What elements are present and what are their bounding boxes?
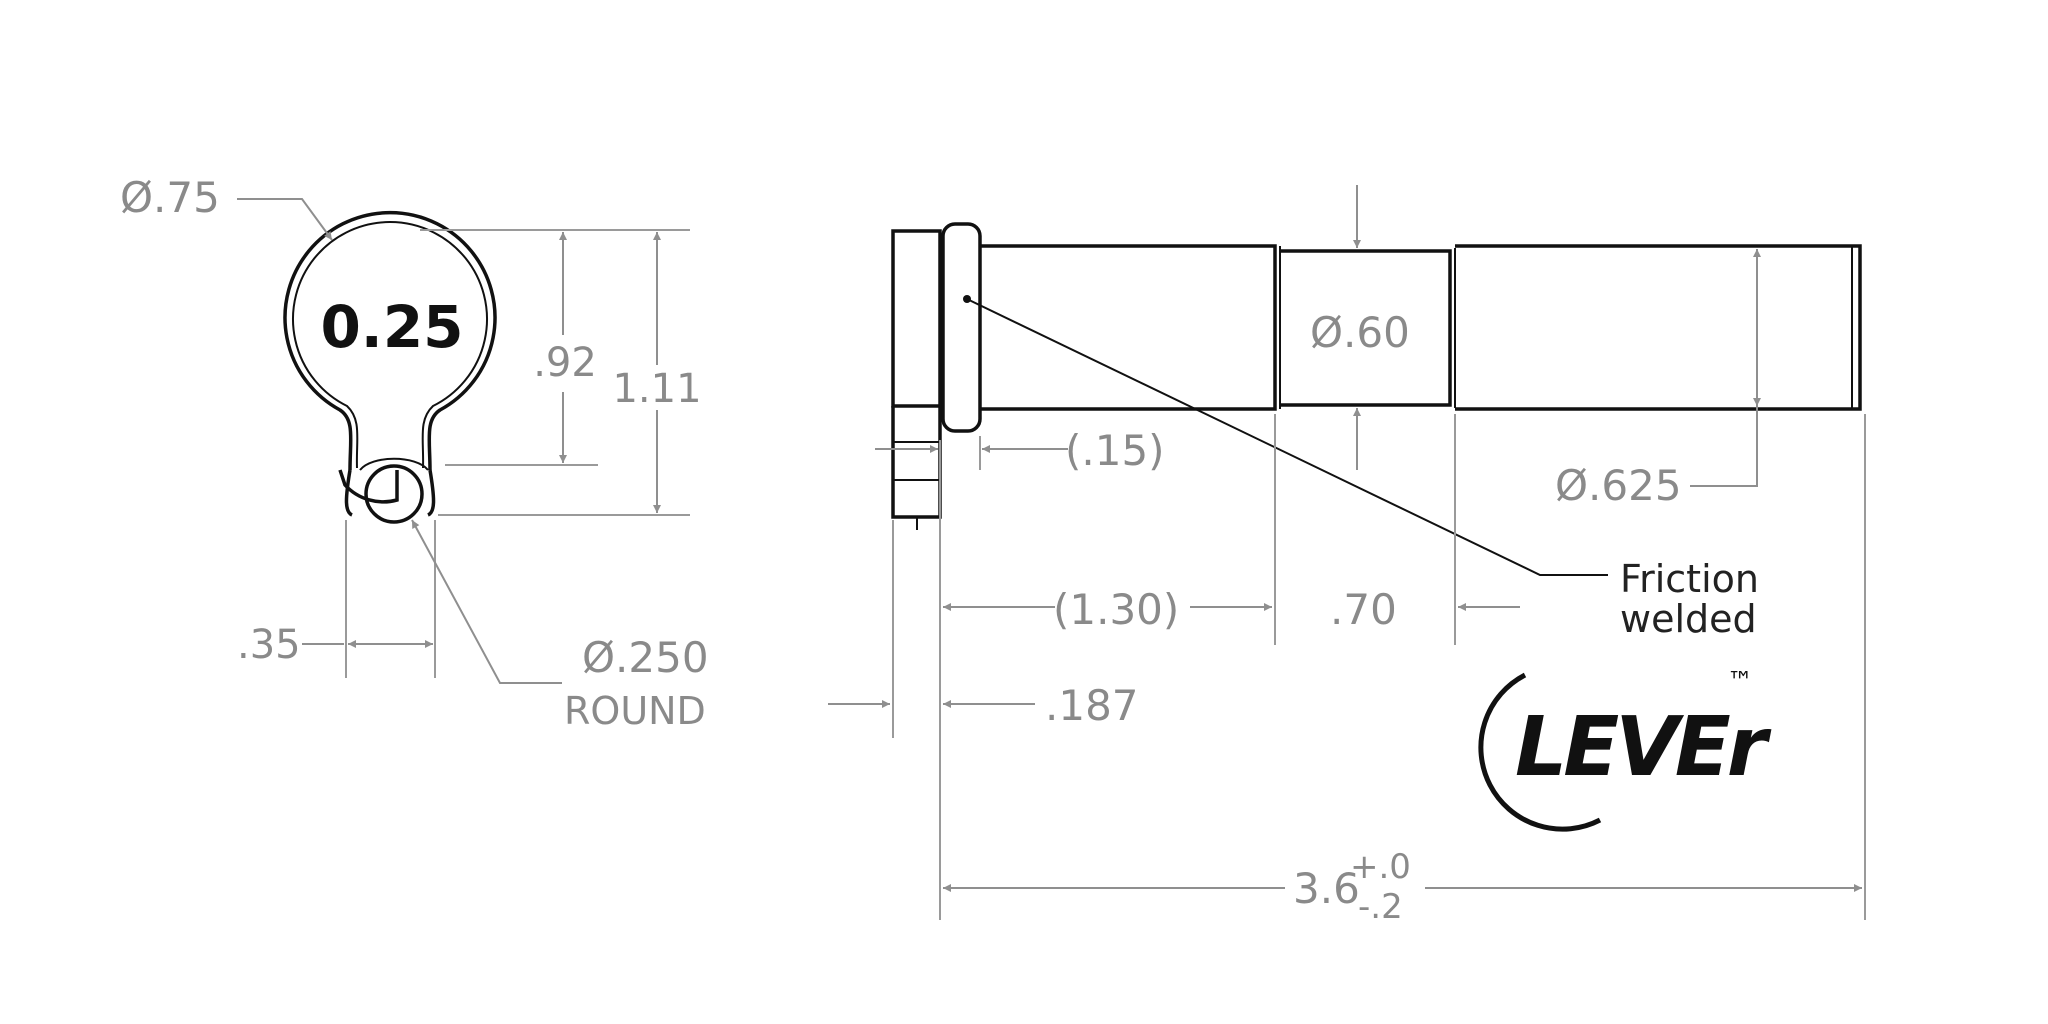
logo-trademark: ™ bbox=[1727, 667, 1753, 697]
pin-note-line2: welded bbox=[1620, 597, 1757, 641]
clever-logo: LEVEr ™ bbox=[1478, 667, 1776, 832]
tag-ball-leader bbox=[411, 519, 562, 684]
pin-neck-diameter: Ø.60 bbox=[1310, 308, 1410, 357]
pin-shaft-diameter: Ø.625 bbox=[1555, 461, 1682, 510]
pin-head-base-lines bbox=[893, 441, 940, 530]
pin-view: Friction welded Ø.60 Ø.625 (.15) (1.30) … bbox=[828, 185, 1866, 927]
tag-value: 0.25 bbox=[320, 293, 463, 361]
tag-diameter-leader bbox=[237, 198, 333, 241]
pin-shaft-end bbox=[1455, 244, 1862, 411]
pin-shaft-dim-leader bbox=[1690, 406, 1758, 487]
logo-c-arc bbox=[1478, 672, 1602, 832]
tag-ball-note: ROUND bbox=[564, 689, 706, 733]
pin-first-length: (1.30) bbox=[1053, 585, 1179, 634]
tag-view: 0.25 Ø.75 .92 1.11 .35 Ø.250 ROUND bbox=[120, 173, 709, 733]
pin-neck-length: .70 bbox=[1330, 585, 1397, 634]
pin-head bbox=[891, 229, 942, 408]
pin-shaft-first bbox=[980, 244, 1277, 411]
tag-hook bbox=[344, 469, 436, 517]
pin-note-line1: Friction bbox=[1620, 557, 1759, 601]
pin-collar-length: (.15) bbox=[1065, 426, 1165, 475]
pin-head-length: .187 bbox=[1045, 681, 1139, 730]
tag-width-slot: .35 bbox=[237, 622, 301, 668]
logo-text: LEVEr bbox=[1515, 700, 1772, 795]
tag-ball-clip bbox=[359, 457, 429, 471]
tag-diameter-label: Ø.75 bbox=[120, 173, 220, 222]
pin-total-length: 3.6 bbox=[1293, 864, 1360, 913]
pin-total-tol-plus: +.0 bbox=[1350, 847, 1411, 887]
pin-neck bbox=[1280, 249, 1452, 407]
pin-collar bbox=[941, 222, 982, 433]
tag-ball-diameter: Ø.250 bbox=[582, 633, 709, 682]
pin-weld-leader bbox=[966, 298, 1608, 576]
pin-head-base bbox=[891, 406, 942, 519]
tag-height-inner: .92 bbox=[533, 340, 597, 386]
pin-total-tol-minus: -.2 bbox=[1358, 887, 1403, 927]
tag-ball bbox=[364, 464, 424, 524]
tag-height-outer: 1.11 bbox=[612, 366, 701, 412]
tag-outline-inner bbox=[292, 221, 488, 469]
